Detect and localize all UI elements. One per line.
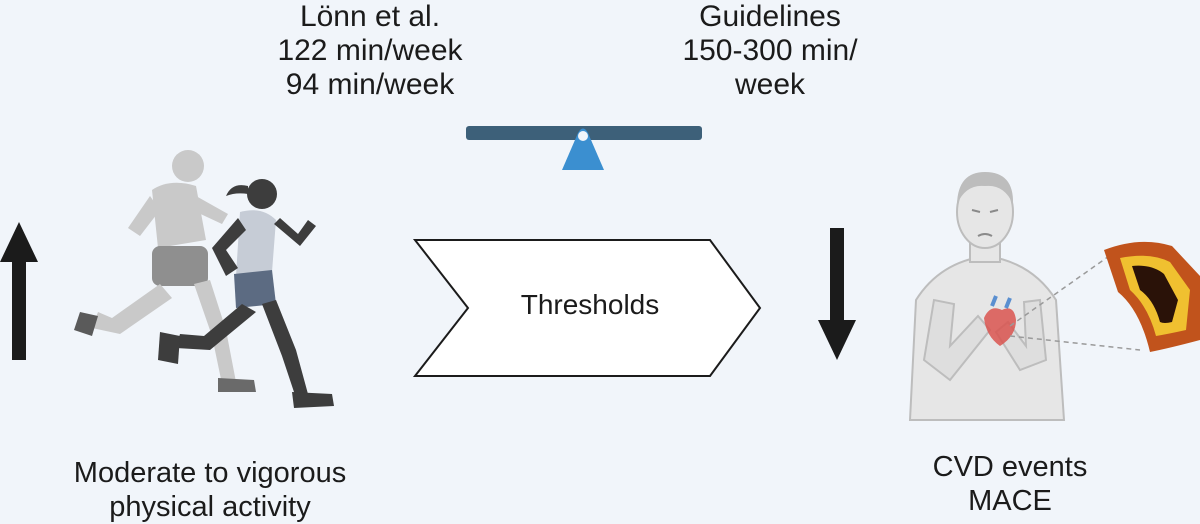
activity-line-2: physical activity [109,491,311,523]
study-author: Lönn et al. [299,0,441,33]
guidelines-range-line-2: week [734,68,806,101]
runners-icon [74,150,334,408]
balance-scale-icon [466,126,702,170]
outcome-label: CVD events MACE [880,450,1140,518]
thresholds-chevron [412,239,762,377]
guidelines-range-line-1: 150-300 min/ [682,34,858,67]
activity-line-1: Moderate to vigorous [73,457,347,489]
activity-up-arrow [0,222,38,360]
artery-plaque-icon [1104,241,1200,352]
guidelines-title: Guidelines [699,0,841,33]
outcome-line-2: MACE [968,485,1052,517]
chest-pain-person-icon [908,172,1066,421]
outcome-line-1: CVD events [932,451,1088,483]
activity-label: Moderate to vigorous physical activity [30,456,390,524]
guidelines-values: Guidelines 150-300 min/ week [640,0,900,102]
study-value-1: 122 min/week [277,34,463,67]
study-values: Lönn et al. 122 min/week 94 min/week [230,0,510,102]
study-value-2: 94 min/week [285,68,455,101]
outcome-down-arrow [818,228,856,360]
thresholds-label: Thresholds [520,289,660,320]
